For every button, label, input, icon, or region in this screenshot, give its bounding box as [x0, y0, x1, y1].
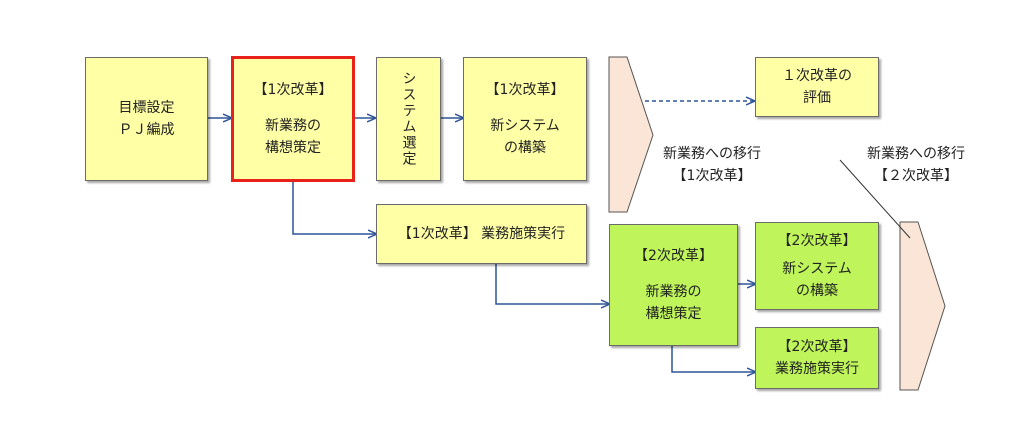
system-selection-text: システム選定	[400, 71, 417, 167]
phase1-eval-line-1: １次改革の	[782, 68, 852, 84]
arrow-design-to-policy	[292, 182, 376, 234]
phase2-design-tag: 【2次改革】	[634, 248, 713, 264]
migration-1-line-2: 【1次改革】	[672, 168, 752, 184]
phase2-policy-line-1: 業務施策実行	[775, 361, 859, 377]
arrow-policy-to-phase2	[495, 264, 609, 304]
phase1-design-box: 【1次改革】 新業務の 構想策定	[231, 56, 355, 182]
phase1-design-line-1: 新業務の	[265, 118, 321, 134]
goal-box: 目標設定 ＰＪ編成	[85, 57, 208, 181]
migration-1-label: 新業務への移行 【1次改革】	[656, 143, 768, 187]
migration-shape-1	[608, 56, 654, 213]
phase1-eval-box: １次改革の 評価	[755, 57, 879, 117]
migration-2-line-2: 【２次改革】	[874, 168, 958, 184]
phase1-policy-text: 【1次改革】 業務施策実行	[397, 226, 566, 242]
phase1-system-tag: 【1次改革】	[485, 82, 565, 98]
migration-2-label: 新業務への移行 【２次改革】	[860, 143, 972, 187]
phase2-system-line-2: の構築	[796, 283, 838, 299]
phase1-system-line-1: 新システム	[490, 118, 560, 134]
phase2-design-box: 【2次改革】 新業務の 構想策定	[609, 224, 738, 346]
goal-line-1: 目標設定	[118, 100, 175, 116]
phase1-eval-line-2: 評価	[803, 90, 831, 106]
phase1-design-tag: 【1次改革】	[253, 82, 333, 98]
arrow-phase2-to-policy	[671, 346, 755, 372]
phase1-system-box: 【1次改革】 新システム の構築	[463, 57, 587, 181]
phase2-policy-box: 【2次改革】 業務施策実行	[755, 327, 879, 389]
migration-shape-2	[899, 221, 946, 391]
phase2-design-line-1: 新業務の	[645, 284, 702, 300]
phase1-policy-box: 【1次改革】 業務施策実行	[376, 204, 587, 264]
phase2-design-line-2: 構想策定	[645, 306, 702, 322]
migration-2-line-1: 新業務への移行	[867, 146, 965, 162]
phase2-system-tag: 【2次改革】	[777, 233, 857, 249]
phase2-policy-tag: 【2次改革】	[777, 339, 857, 355]
phase1-design-line-2: 構想策定	[265, 140, 321, 156]
goal-line-2: ＰＪ編成	[118, 122, 175, 138]
migration-1-line-1: 新業務への移行	[663, 146, 761, 162]
migration-2-leader-line	[839, 159, 911, 239]
phase2-system-box: 【2次改革】 新システム の構築	[755, 222, 879, 310]
phase1-system-line-2: の構築	[504, 140, 546, 156]
system-selection-box: システム選定	[376, 57, 441, 181]
phase2-system-line-1: 新システム	[782, 261, 852, 277]
